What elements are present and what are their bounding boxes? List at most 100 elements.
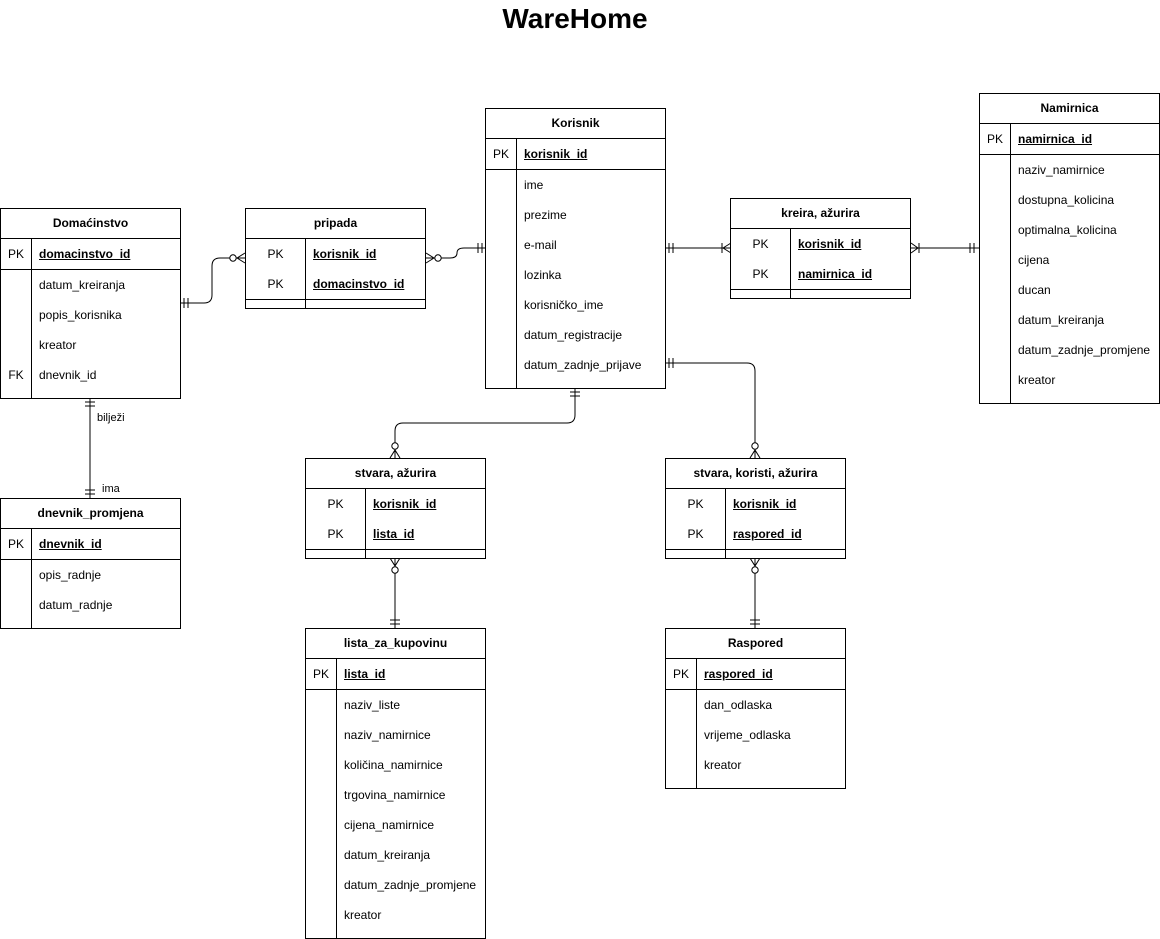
relation-label-ima: ima <box>102 483 120 495</box>
attr-row: popis_korisnika <box>1 300 180 330</box>
key-label: PK <box>267 247 284 261</box>
entity-dnevnik-promjena[interactable]: dnevnik_promjena PK dnevnik_id opis_radn… <box>0 498 181 629</box>
field-name: datum_radnje <box>39 598 113 612</box>
attr-row: ducan <box>980 275 1159 305</box>
field-name: naziv_namirnice <box>1018 163 1105 177</box>
attr-row: naziv_namirnice <box>980 155 1159 185</box>
field-name: korisnik_id <box>524 147 588 161</box>
entity-kreira-azurira[interactable]: kreira, ažurira PK korisnik_id PK namirn… <box>730 198 911 299</box>
field-name: naziv_namirnice <box>344 728 431 742</box>
attr-row: dan_odlaska <box>666 690 845 720</box>
field-name: prezime <box>524 208 567 222</box>
relation-label-bilježi: bilježi <box>97 412 125 424</box>
mark-one-dnevnik-domacinstvo <box>85 489 95 495</box>
field-name: trgovina_namirnice <box>344 788 446 802</box>
diagram-title: WareHome <box>502 3 648 34</box>
pk-row: PK korisnik_id <box>306 489 485 519</box>
mark-one-korisnik-stvara-koristi <box>668 358 674 368</box>
field-name: domacinstvo_id <box>39 247 131 261</box>
entity-stvara-azurira[interactable]: stvara, ažurira PK korisnik_id PK lista_… <box>305 458 486 559</box>
field-name: raspored_id <box>733 527 802 541</box>
mark-one-lista-stvara <box>390 619 400 625</box>
field-name: optimalna_kolicina <box>1018 223 1117 237</box>
field-name: namirnica_id <box>798 267 873 281</box>
field-name: ducan <box>1018 283 1051 297</box>
field-name: domacinstvo_id <box>313 277 405 291</box>
field-name: cijena_namirnice <box>344 818 435 832</box>
key-label: PK <box>752 267 769 281</box>
attr-row: naziv_namirnice <box>306 720 485 750</box>
mark-one-korisnik-pripada <box>477 243 483 253</box>
pk-row: PK korisnik_id <box>486 139 665 169</box>
attr-row: kreator <box>306 900 485 930</box>
field-name: korisnik_id <box>313 247 377 261</box>
field-name: korisnik_id <box>798 237 862 251</box>
entity-korisnik[interactable]: Korisnik PK korisnik_id ime prezime e-ma… <box>485 108 666 389</box>
mark-one-korisnik-kreira <box>668 243 674 253</box>
field-name: naziv_liste <box>344 698 401 712</box>
field-name: količina_namirnice <box>344 758 443 772</box>
mark-zero-many-stvara-bottom <box>389 557 401 574</box>
attr-row: dostupna_kolicina <box>980 185 1159 215</box>
attr-row: korisničko_ime <box>486 290 665 320</box>
field-name: kreator <box>344 908 382 922</box>
field-name: datum_registracije <box>524 328 623 342</box>
field-name: namirnica_id <box>1018 132 1093 146</box>
entity-title: stvara, ažurira <box>306 459 485 489</box>
key-label: PK <box>687 527 704 541</box>
attr-row: lozinka <box>486 260 665 290</box>
mark-zero-many-pripada-right <box>425 252 442 264</box>
entity-lista-za-kupovinu[interactable]: lista_za_kupovinu PK lista_id naziv_list… <box>305 628 486 939</box>
field-name: popis_korisnika <box>39 308 122 322</box>
key-label: PK <box>986 132 1003 146</box>
attr-row: datum_zadnje_promjene <box>306 870 485 900</box>
mark-one-domacinstvo-dnevnik <box>85 401 95 407</box>
entity-title: dnevnik_promjena <box>1 499 180 529</box>
attr-row: kreator <box>1 330 180 360</box>
attr-row: opis_radnje <box>1 560 180 590</box>
entity-domacinstvo[interactable]: Domaćinstvo PK domacinstvo_id datum_krei… <box>0 208 181 399</box>
mark-zero-many-pripada-left <box>229 252 246 264</box>
attr-row: kreator <box>666 750 845 780</box>
entity-title: Domaćinstvo <box>1 209 180 239</box>
mark-zero-many-stvara-koristi-bottom <box>749 557 761 574</box>
field-name: datum_kreiranja <box>1018 313 1105 327</box>
field-name: vrijeme_odlaska <box>704 728 791 742</box>
key-label: PK <box>7 247 24 261</box>
pk-row: PK korisnik_id <box>731 229 910 259</box>
key-label: PK <box>7 537 24 551</box>
field-name: korisničko_ime <box>524 298 604 312</box>
field-name: kreator <box>704 758 742 772</box>
key-label: PK <box>312 667 329 681</box>
pk-row: PK raspored_id <box>666 519 845 549</box>
key-label: PK <box>327 497 344 511</box>
field-name: datum_zadnje_promjene <box>1018 343 1151 357</box>
field-name: kreator <box>1018 373 1056 387</box>
mark-one-many-kreira-left <box>721 242 732 254</box>
pk-row: PK namirnica_id <box>731 259 910 289</box>
entity-pripada[interactable]: pripada PK korisnik_id PK domacinstvo_id <box>245 208 426 309</box>
entity-stvara-koristi-azurira[interactable]: stvara, koristi, ažurira PK korisnik_id … <box>665 458 846 559</box>
attr-row: datum_registracije <box>486 320 665 350</box>
entity-title: kreira, ažurira <box>731 199 910 229</box>
key-label: FK <box>8 368 24 382</box>
key-label: PK <box>672 667 689 681</box>
field-name: lozinka <box>524 268 562 282</box>
attr-row: datum_zadnje_prijave <box>486 350 665 380</box>
attr-row: datum_kreiranja <box>306 840 485 870</box>
entity-title: stvara, koristi, ažurira <box>666 459 845 489</box>
field-name: ime <box>524 178 544 192</box>
field-name: raspored_id <box>704 667 773 681</box>
mark-zero-many-stvara-koristi-top <box>749 442 761 459</box>
field-name: korisnik_id <box>733 497 797 511</box>
entity-title: Namirnica <box>980 94 1159 124</box>
entity-title: Raspored <box>666 629 845 659</box>
entity-namirnica[interactable]: Namirnica PK namirnica_id naziv_namirnic… <box>979 93 1160 404</box>
entity-raspored[interactable]: Raspored PK raspored_id dan_odlaska vrij… <box>665 628 846 789</box>
entity-title: lista_za_kupovinu <box>306 629 485 659</box>
entity-title: Korisnik <box>486 109 665 139</box>
field-name: lista_id <box>344 667 386 681</box>
entity-title: pripada <box>246 209 425 239</box>
pk-row: PK namirnica_id <box>980 124 1159 154</box>
attr-row: datum_radnje <box>1 590 180 620</box>
